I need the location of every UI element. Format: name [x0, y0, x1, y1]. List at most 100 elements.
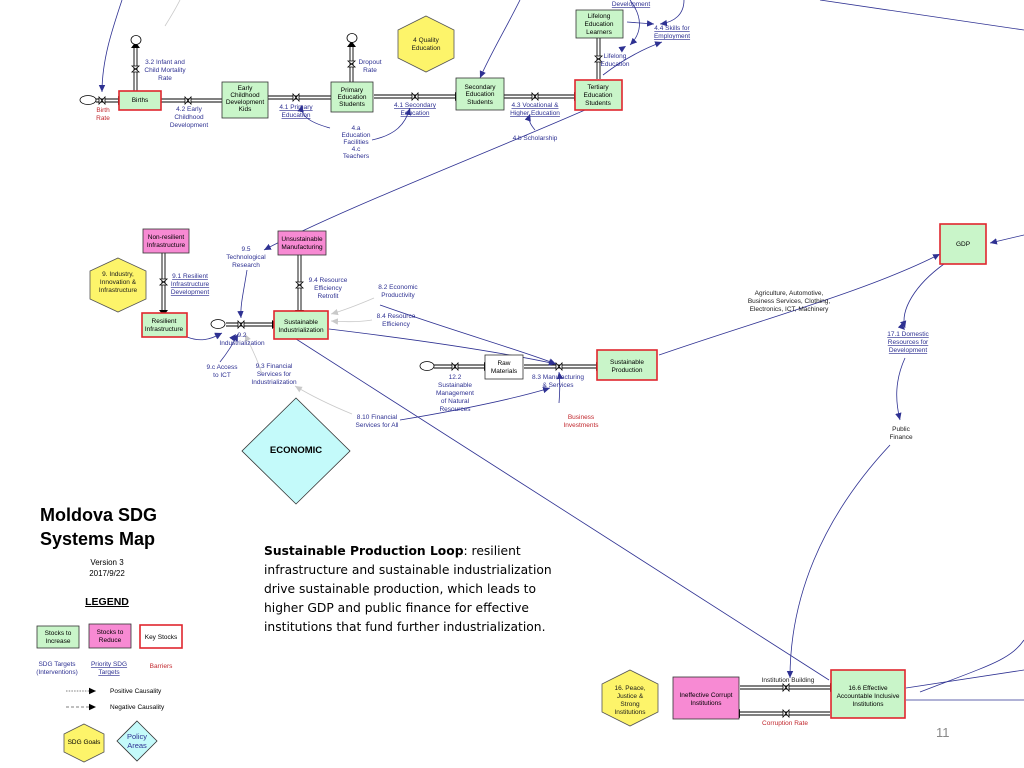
- diagram-label: 8.2 Economic: [378, 284, 418, 291]
- diagram-label: Policy: [127, 732, 147, 741]
- diagram-label: Secondary: [464, 84, 496, 91]
- legend-stocks-increase-box: [36, 625, 80, 649]
- diagram-label: Births: [132, 97, 149, 104]
- diagram-label: Targets: [98, 669, 120, 676]
- diagram-label: Efficiency: [314, 285, 342, 292]
- diagram-label: Education: [282, 112, 311, 119]
- diagram-label: 4.4 Skills for: [654, 25, 690, 32]
- diagram-label: Industrialization: [219, 340, 265, 347]
- diagram-label: Development: [889, 347, 927, 354]
- diagram-label: Key Stocks: [145, 634, 178, 641]
- hex-label-line: Innovation &: [100, 279, 137, 286]
- diagram-label: Public: [892, 426, 910, 433]
- diagram-label: 8.10 Financial: [357, 414, 398, 421]
- diagram-label: & Services: [542, 382, 574, 389]
- legend-stocks-reduce-box: [88, 623, 132, 649]
- diagram-label: Services for: [257, 371, 292, 378]
- diagram-label: Business Services, Clothing,: [748, 298, 831, 305]
- legend-sdg-goals-hexagon: [63, 723, 105, 763]
- diagram-label: 3.2 Infant and: [145, 59, 185, 66]
- diagram-label: SDG Targets: [38, 661, 76, 668]
- diagram-label: Efficiency: [382, 321, 410, 328]
- diagram-label: Dropout: [358, 59, 381, 66]
- stock-raw-materials: Raw Materials: [484, 354, 524, 380]
- hex-label-line: Institutions: [614, 709, 646, 716]
- diagram-label: Rate: [158, 75, 172, 82]
- diagram-label: Technological: [226, 254, 266, 261]
- diagram-label: Development: [171, 289, 209, 296]
- diagram-label: 4.1 Primary: [279, 104, 313, 111]
- hex-label-line: 9. Industry,: [102, 271, 134, 278]
- diagram-label: Education: [401, 110, 430, 117]
- diagram-label: Industrialization: [251, 379, 297, 386]
- legend-key-stocks-box: [139, 624, 183, 649]
- diagram-label: Resources for: [888, 339, 929, 346]
- diagram-label: Resilient: [152, 318, 177, 325]
- hex-label-line: Infrastructure: [99, 287, 138, 294]
- diagram-label: Sustainable: [438, 382, 472, 389]
- diagram-label: Employment: [654, 33, 690, 40]
- diagram-label: Tertiary: [587, 84, 609, 91]
- diagram-label: Development: [170, 122, 208, 129]
- diagram-label: Electronics, ICT, Machinery: [750, 306, 829, 313]
- diagram-label: Education: [584, 92, 613, 99]
- page-title-line: Moldova SDG: [40, 505, 158, 525]
- loop-body: : resilient infrastructure and sustainab…: [264, 544, 552, 634]
- hex-label-line: Justice &: [617, 693, 644, 700]
- diagram-label: Research: [232, 262, 260, 269]
- diagram-label: Childhood: [230, 92, 260, 99]
- diagram-label: Raw: [497, 360, 510, 367]
- diagram-label: Learners: [586, 29, 612, 36]
- diagram-label: of Natural: [441, 398, 470, 405]
- diagram-label: Unsustainable: [281, 236, 323, 243]
- diagram-label: Positive Causality: [110, 688, 162, 695]
- diagram-label: Infrastructure: [147, 242, 186, 249]
- diagram-label: Rate: [96, 115, 110, 122]
- stock-non-resilient: Non-resilient Infrastructure: [142, 228, 190, 254]
- diagram-label: Sustainable: [284, 319, 318, 326]
- version-date: 2017/9/22: [89, 569, 125, 578]
- diagram-label: 4.c: [352, 146, 361, 153]
- diagram-label: Students: [467, 99, 493, 106]
- diagram-label: Kids: [239, 106, 252, 113]
- stock-primary: Primary Education Students: [330, 81, 374, 113]
- diagram-label: Lifelong: [604, 53, 627, 60]
- diagram-label: Corruption Rate: [762, 720, 808, 727]
- diagram-label: 4.b Scholarship: [513, 135, 558, 142]
- diagram-label: 9.2: [237, 332, 246, 339]
- stock-gdp: GDP: [939, 223, 987, 265]
- loop-heading: Sustainable Production Loop: [264, 544, 464, 558]
- legend-title: LEGEND: [85, 596, 129, 608]
- diagram-label: Facilities: [343, 139, 369, 146]
- diagram-label: 12.2: [449, 374, 462, 381]
- legend: Stocks to Increase Stocks to Reduce Key …: [36, 623, 183, 763]
- hexagon-peace: 16. Peace, Justice & Strong Institutions: [601, 669, 659, 727]
- diagram-label: Investments: [563, 422, 599, 429]
- diagram-label: Materials: [491, 368, 518, 375]
- diagram-label: Early: [238, 85, 254, 92]
- stock-effective-institutions: 16.6 Effective Accountable Inclusive Ins…: [830, 669, 906, 719]
- page-title: Moldova SDG Systems Map: [40, 503, 180, 551]
- diagram-label: SDG Goals: [68, 739, 102, 746]
- diagram-label: ECONOMIC: [270, 445, 322, 456]
- diagram-label: Stocks to: [45, 630, 72, 637]
- diagram-label: Education: [342, 132, 371, 139]
- hex-label-line: 4 Quality: [413, 37, 439, 44]
- diagram-label: 4.1 Secondary: [394, 102, 437, 109]
- diagram-label: 9.4 Resource: [309, 277, 348, 284]
- diagram-label: 4.3 Vocational &: [512, 102, 560, 109]
- stock-sustainable-production: Sustainable Production: [596, 349, 658, 381]
- diagram-label: Education: [466, 91, 495, 98]
- diagram-label: Non-resilient: [148, 234, 185, 241]
- diagram-label: Production: [611, 367, 642, 374]
- diagram-label: Birth: [96, 107, 110, 114]
- stock-unsustainable: Unsustainable Manufacturing: [277, 230, 327, 256]
- diagram-label: Teachers: [343, 153, 370, 160]
- diagram-label: Higher Education: [510, 110, 560, 117]
- diagram-label: Stocks to: [97, 629, 124, 636]
- hex-label-line: 16. Peace,: [614, 685, 645, 692]
- diagram-label: Development: [612, 1, 650, 8]
- diagram-label: Institutions: [690, 700, 722, 707]
- diagram-label: Institutions: [852, 701, 884, 708]
- diagram-label: Education: [338, 94, 367, 101]
